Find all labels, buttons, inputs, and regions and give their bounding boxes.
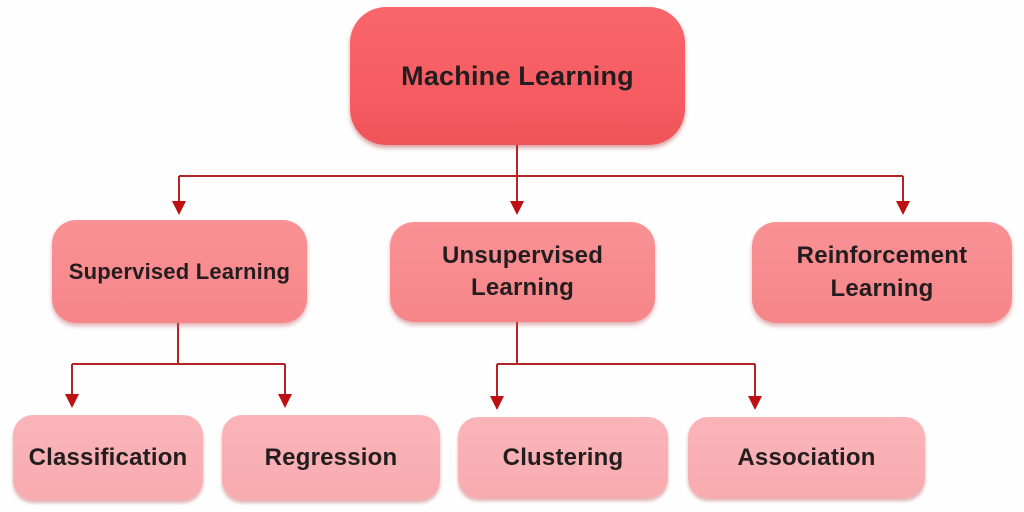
node-label: Regression	[264, 443, 398, 471]
node-clustering: Clustering	[458, 417, 668, 498]
node-unsupervised-learning: Unsupervised Learning	[390, 222, 655, 322]
node-supervised-learning: Supervised Learning	[52, 220, 307, 323]
arrowhead-icon	[510, 201, 524, 215]
arrowhead-icon	[896, 201, 910, 215]
node-machine-learning: Machine Learning	[350, 7, 685, 145]
node-label: Reinforcement Learning	[796, 242, 968, 302]
arrowhead-icon	[490, 396, 504, 410]
arrowhead-icon	[278, 394, 292, 408]
node-label: Association	[737, 443, 876, 471]
node-regression: Regression	[222, 415, 440, 500]
node-label: Unsupervised Learning	[441, 241, 604, 301]
arrowhead-icon	[65, 394, 79, 408]
node-label: Machine Learning	[401, 60, 634, 91]
arrowhead-icon	[748, 396, 762, 410]
node-reinforcement-learning: Reinforcement Learning	[752, 222, 1012, 323]
arrowhead-icon	[172, 201, 186, 215]
node-association: Association	[688, 417, 925, 498]
node-label: Clustering	[502, 443, 624, 471]
node-label: Classification	[28, 443, 188, 471]
node-classification: Classification	[13, 415, 203, 500]
node-label: Supervised Learning	[68, 258, 291, 284]
